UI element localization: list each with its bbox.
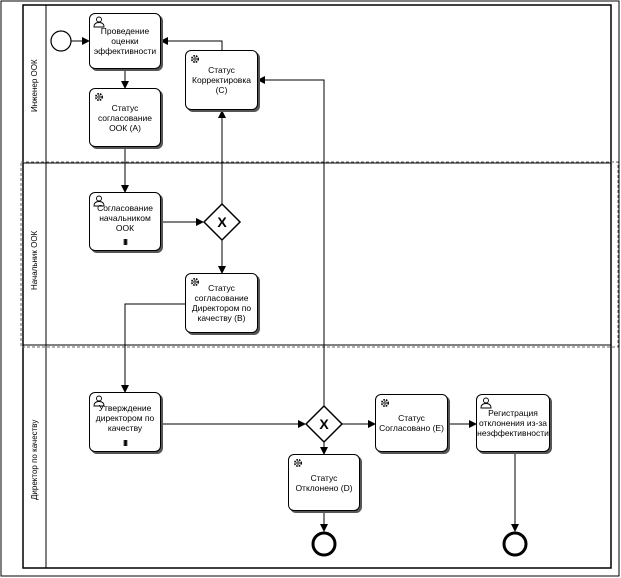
flow-gw2-t3 — [257, 76, 325, 406]
task-status-rejected[interactable]: Статус Отклонено (D) — [288, 454, 360, 511]
task-label: Статус Отклонено (D) — [295, 472, 353, 493]
end-event-rejected — [311, 531, 337, 557]
multi-instance-marker: III — [123, 439, 128, 448]
lane-selection-frame — [20, 161, 619, 348]
task-head-approval[interactable]: Согласование начальником ООК III — [89, 192, 161, 251]
task-label: Проведение оценки эффективности — [93, 26, 157, 56]
lane-label-director: Директор по качеству — [30, 419, 39, 500]
end-event-registered — [502, 531, 528, 557]
user-icon — [93, 395, 105, 407]
gateway-1-symbol: X — [217, 214, 227, 230]
gear-icon — [380, 398, 390, 408]
gear-icon — [293, 458, 303, 468]
task-effectiveness-assessment[interactable]: Проведение оценки эффективности — [89, 13, 161, 69]
task-register-deviation[interactable]: Регистрация отклонения из-за неэффективн… — [476, 394, 550, 452]
task-status-correction[interactable]: Статус Корректировка (С) — [185, 50, 258, 110]
flow-t3-t1 — [160, 37, 223, 50]
task-status-approved[interactable]: Статус Согласовано (Е) — [375, 394, 448, 452]
flow-t5-t6 — [121, 303, 185, 393]
task-director-approval[interactable]: Утверждение директором по качеству III — [89, 392, 161, 452]
task-label: Статус согласование Директором по качест… — [191, 283, 252, 323]
user-icon — [93, 16, 105, 28]
lane-label-engineer: Инженер ООК — [30, 59, 39, 112]
gear-icon — [94, 92, 104, 102]
multi-instance-marker: III — [123, 238, 128, 247]
sequence-flows — [71, 37, 519, 532]
task-status-approval-ook[interactable]: Статус согласование ООК (А) — [89, 88, 161, 147]
task-label: Согласование начальником ООК — [97, 202, 153, 233]
gateway-2-symbol: X — [319, 416, 329, 432]
task-label: Утверждение директором по качеству — [95, 403, 155, 433]
gear-icon — [190, 54, 200, 64]
user-icon — [93, 195, 105, 207]
user-icon — [480, 397, 492, 409]
pool-border — [22, 4, 612, 569]
task-label: Регистрация отклонения из-за неэффективн… — [477, 408, 549, 438]
lane-label-head: Начальник ООК — [30, 230, 39, 290]
task-label: Статус согласование ООК (А) — [97, 102, 153, 133]
gear-icon — [190, 277, 200, 287]
task-label: Статус Корректировка (С) — [192, 65, 251, 95]
task-status-director-approval[interactable]: Статус согласование Директором по качест… — [185, 273, 258, 333]
task-label: Статус Согласовано (Е) — [379, 413, 444, 433]
start-event — [50, 30, 72, 52]
